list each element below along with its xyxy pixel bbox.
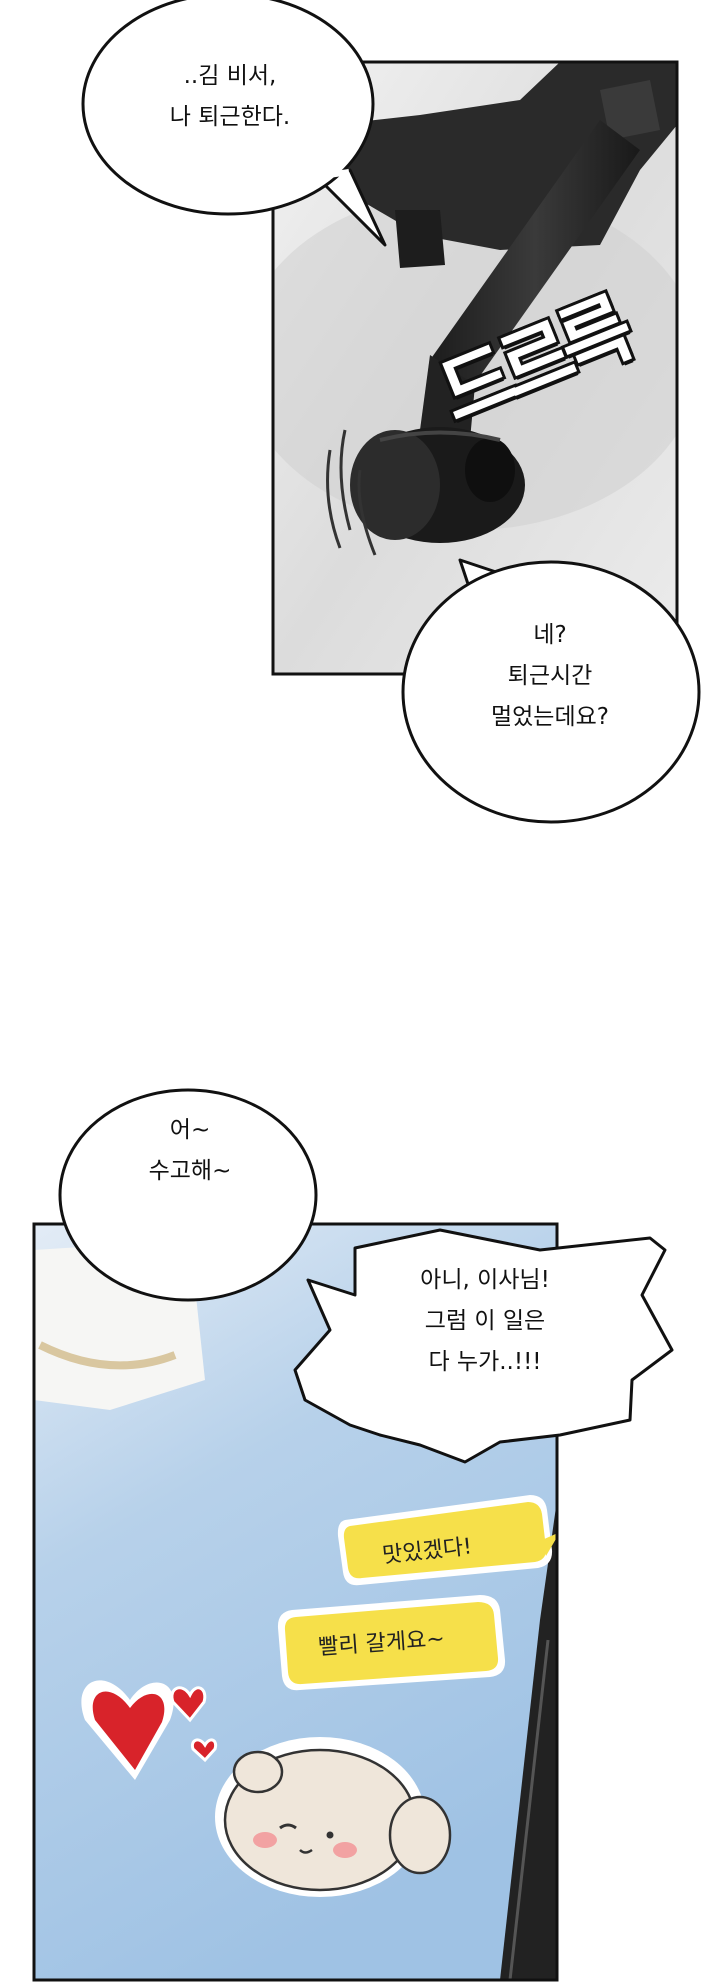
panel-desk: 어~ 수고해~ 아니, 이사님! 그럼 이 일은 다 누가..!!! 맛있겠다!… (0, 1080, 720, 1984)
sticker-delicious (337, 1495, 557, 1586)
chair-wheel-illustration (81, 0, 701, 824)
bubble-line: 다 누가..!!! (428, 1349, 542, 1375)
bubble-line: 어~ (169, 1117, 211, 1143)
heart-icon (81, 1680, 218, 1780)
desk-illustration (32, 1088, 674, 1982)
speech-bubble-who-does-work: 아니, 이사님! 그럼 이 일은 다 누가..!!! (370, 1260, 600, 1383)
bear-sticker (215, 1737, 452, 1897)
bubble-line: 나 퇴근한다. (169, 104, 291, 130)
bubble-line: 멀었는데요? (490, 704, 609, 730)
panel-chair: ..김 비서, 나 퇴근한다. 네? 퇴근시간 멀었는데요? 드르륵 (0, 0, 720, 840)
bubble-line: 퇴근시간 (507, 663, 593, 689)
bubble-line: ..김 비서, (183, 63, 277, 89)
bubble-line: 아니, 이사님! (420, 1267, 550, 1293)
bubble-line: 그럼 이 일은 (424, 1308, 546, 1334)
speech-bubble-not-yet: 네? 퇴근시간 멀었는데요? (440, 615, 660, 738)
sticker-coming-soon (277, 1595, 506, 1691)
bubble-line: 수고해~ (148, 1158, 232, 1184)
speech-bubble-leaving: ..김 비서, 나 퇴근한다. (110, 56, 350, 138)
speech-bubble-good-work: 어~ 수고해~ (90, 1110, 290, 1192)
bubble-line: 네? (533, 622, 567, 648)
